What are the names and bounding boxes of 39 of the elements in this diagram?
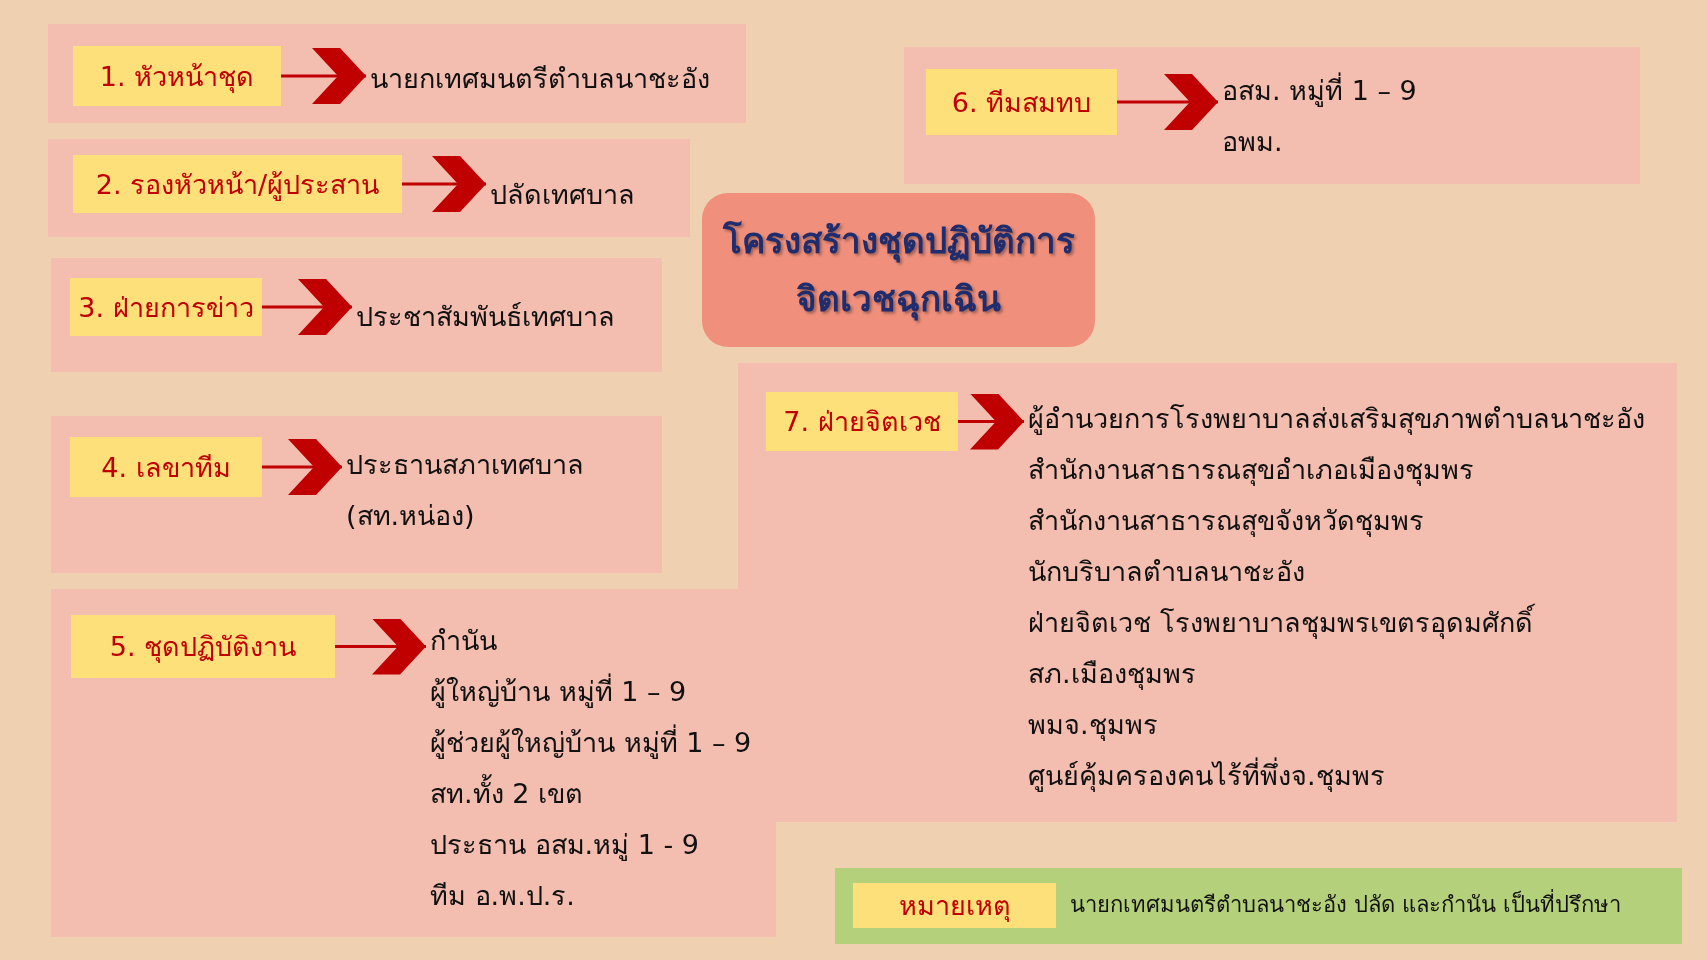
- member-line: ผู้อำนวยการโรงพยาบาลส่งเสริมสุขภาพตำบลนาชะอัง: [1028, 402, 1645, 437]
- panel-background: [835, 868, 1682, 944]
- title-text: โครงสร้างชุดปฏิบัติการจิตเวชฉุกเฉิน: [721, 220, 1076, 323]
- role-label: 6. ทีมสมทบ: [926, 69, 1117, 135]
- member-line: สำนักงานสาธารณสุขจังหวัดชุมพร: [1028, 504, 1425, 539]
- role-label: 5. ชุดปฏิบัติงาน: [71, 615, 335, 678]
- panel-background: [51, 258, 662, 372]
- role-label: 7. ฝ่ายจิตเวช: [766, 392, 958, 451]
- member-text: ปลัดเทศบาล: [490, 178, 635, 212]
- member-text: ประชาสัมพันธ์เทศบาล: [356, 300, 615, 334]
- member-line: พมจ.ชุมพร: [1028, 708, 1159, 743]
- role-label: 3. ฝ่ายการข่าว: [70, 278, 262, 336]
- member-line: สท.ทั้ง 2 เขต: [430, 768, 752, 819]
- member-line: ทีม อ.พ.ป.ร.: [430, 879, 576, 913]
- panel-background: [48, 139, 690, 237]
- member-text: นายกเทศมนตรีตำบลนาชะอัง ปลัด และกำนัน เป็นที่ปรึกษา: [1070, 885, 1621, 925]
- member-line: (สท.หน่อง): [346, 499, 476, 533]
- member-line: นักบริบาลตำบลนาชะอัง: [1028, 555, 1306, 589]
- title-box: [702, 193, 1095, 347]
- member-line: กำนัน: [430, 624, 498, 658]
- member-line: ศูนย์คุ้มครองคนไร้ที่พึ่งจ.ชุมพร: [1028, 750, 1645, 801]
- panel-background: [904, 47, 1640, 184]
- member-line: ประธาน อสม.หมู่ 1 - 9: [430, 828, 700, 863]
- member-line: ผู้ช่วยผู้ใหญ่บ้าน หมู่ที่ 1 – 9: [430, 717, 752, 768]
- member-line: สำนักงานสาธารณสุขอำเภอเมืองชุมพร: [1028, 453, 1475, 488]
- member-line: สภ.เมืองชุมพร: [1028, 657, 1197, 692]
- member-text: นายกเทศมนตรีตำบลนาชะอัง: [370, 62, 710, 96]
- panel-background: [51, 589, 776, 937]
- member-line: อพม.: [1222, 125, 1284, 159]
- panel-background: [51, 416, 662, 573]
- role-label: 1. หัวหน้าชุด: [73, 46, 281, 106]
- role-label: 4. เลขาทีม: [70, 437, 262, 497]
- member-line: ฝ่ายจิตเวช โรงพยาบาลชุมพรเขตรอุดมศักดิ์: [1028, 597, 1645, 648]
- role-label: หมายเหตุ: [853, 883, 1056, 928]
- member-line: อสม. หมู่ที่ 1 – 9: [1222, 65, 1417, 116]
- panel-background: [48, 24, 746, 123]
- member-line: ประธานสภาเทศบาล: [346, 448, 584, 482]
- member-line: ผู้ใหญ่บ้าน หมู่ที่ 1 – 9: [430, 666, 752, 717]
- role-label: 2. รองหัวหน้า/ผู้ประสาน: [73, 155, 402, 213]
